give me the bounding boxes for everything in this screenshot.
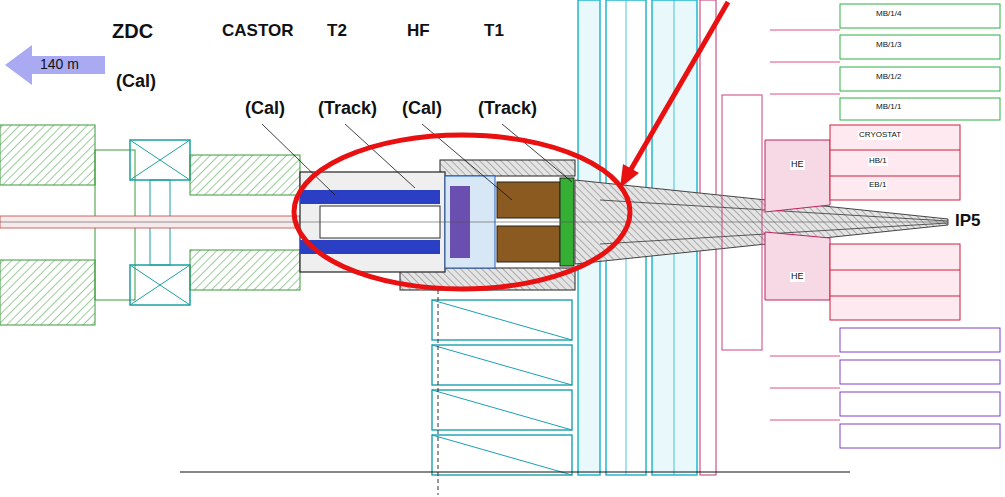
he-calorimeter <box>765 232 830 300</box>
detector-type: (Cal) <box>116 72 156 92</box>
highlight-arrowhead <box>620 164 639 188</box>
support-strut <box>432 390 572 430</box>
interaction-point: IP5 <box>955 212 981 231</box>
support-frame <box>432 435 572 475</box>
support-strut <box>432 345 572 385</box>
highlight-arrow <box>630 2 728 171</box>
distance-label: 140 m <box>40 57 79 72</box>
barrel-line <box>830 150 960 151</box>
zdc-housing <box>130 265 190 305</box>
support-frame <box>432 390 572 430</box>
muon-line <box>770 356 840 357</box>
part-label: MB/1/1 <box>875 103 902 112</box>
highlight-ellipse <box>294 135 630 289</box>
muon-station <box>840 98 1000 120</box>
shield-block <box>190 155 300 195</box>
detector-name: T1 <box>484 22 504 41</box>
barrel-line <box>830 270 960 271</box>
muon-line <box>770 62 840 63</box>
part-label: EB/1 <box>868 181 887 190</box>
barrel-line <box>830 176 960 177</box>
detector-type: (Track) <box>318 99 377 119</box>
muon-line <box>770 388 840 389</box>
part-label: CRYOSTAT <box>858 131 902 140</box>
detector-name: HF <box>407 22 430 41</box>
part-label: HB/1 <box>868 157 888 166</box>
zdc-strut <box>130 265 190 305</box>
shield-block <box>190 250 300 290</box>
detector-type: (Track) <box>478 99 537 119</box>
castor-body <box>300 190 440 204</box>
barrel-line <box>830 296 960 297</box>
muon-station <box>840 4 1000 28</box>
part-label: HE <box>790 272 805 282</box>
support-strut <box>432 300 572 340</box>
part-label: MB/1/3 <box>875 41 902 50</box>
beam-axis <box>0 222 948 223</box>
detector-type: (Cal) <box>402 99 442 119</box>
hf-calorimeter <box>497 226 560 262</box>
endcap-chamber <box>722 95 762 350</box>
muon-station <box>840 328 1000 352</box>
leader-line <box>345 124 415 188</box>
distance-arrow <box>5 45 105 85</box>
support-column <box>438 290 439 495</box>
muon-station <box>840 392 1000 416</box>
zdc-housing <box>130 140 190 180</box>
zdc-strut <box>130 140 190 180</box>
muon-line <box>770 30 840 31</box>
zdc-strut <box>130 140 190 180</box>
muon-station <box>840 424 1000 448</box>
support-frame <box>432 345 572 385</box>
muon-station <box>840 35 1000 59</box>
support-strut <box>432 435 572 475</box>
zdc-strut <box>130 265 190 305</box>
detector-name: ZDC <box>112 20 153 42</box>
he-calorimeter <box>765 140 830 212</box>
floor-line <box>180 471 850 472</box>
detector-name: T2 <box>327 22 347 41</box>
muon-station <box>840 67 1000 91</box>
muon-line <box>770 420 840 421</box>
leader-line <box>502 124 572 182</box>
part-label: MB/1/2 <box>875 73 902 82</box>
barrel-calorimeter <box>830 244 960 320</box>
shield-block <box>0 125 95 185</box>
detector-type: (Cal) <box>245 99 285 119</box>
support-frame <box>432 300 572 340</box>
muon-line <box>770 94 840 95</box>
muon-station <box>840 360 1000 384</box>
hf-calorimeter <box>497 182 560 218</box>
barrel-calorimeter <box>830 125 960 200</box>
part-label: HE <box>790 160 805 170</box>
leader-line <box>262 124 335 195</box>
detector-name: CASTOR <box>222 22 293 41</box>
part-label: MB/1/4 <box>875 10 902 19</box>
shield-block <box>0 260 95 325</box>
